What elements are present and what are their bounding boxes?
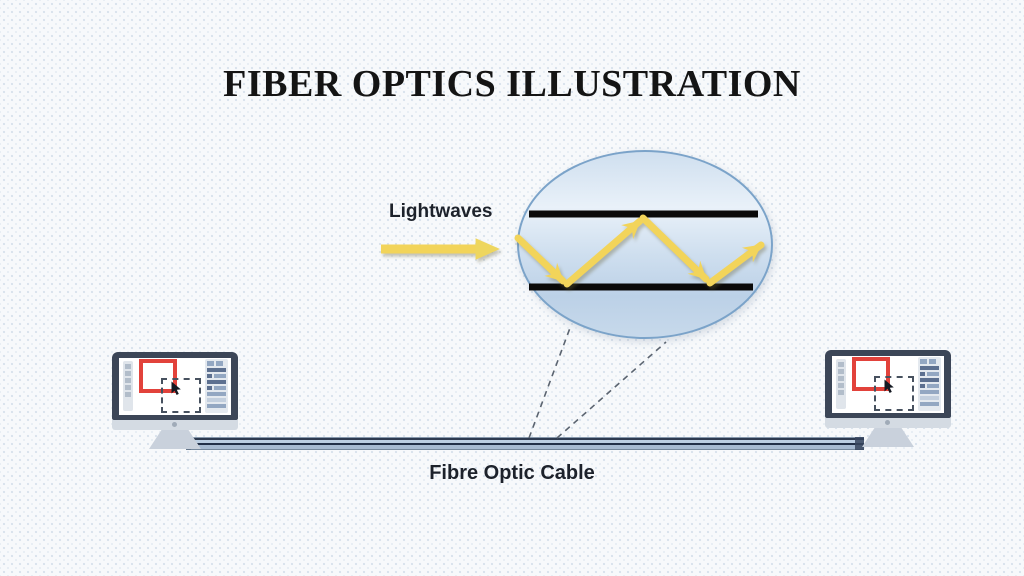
- computer-monitor-right-icon: [825, 350, 951, 448]
- callout-dashed-line-right: [556, 341, 667, 439]
- camera-dot-icon: [885, 420, 890, 425]
- monitor-stand: [862, 428, 914, 447]
- cable-label: Fibre Optic Cable: [429, 462, 595, 484]
- page-title: FIBER OPTICS ILLUSTRATION: [223, 63, 801, 105]
- red-selection-rectangle-icon: [139, 359, 177, 393]
- cable-connector-right: [855, 437, 864, 450]
- red-selection-rectangle-icon: [852, 357, 890, 391]
- dashed-selection-box-icon: [161, 378, 201, 413]
- dashed-selection-box-icon: [874, 376, 914, 411]
- fiber-optic-cable-icon: [186, 437, 864, 450]
- callout-dashed-line-left: [528, 327, 571, 439]
- monitor-stand: [149, 430, 201, 449]
- callout-dashed-lines: [528, 327, 667, 439]
- cursor-icon: [884, 379, 894, 393]
- computer-monitor-left-icon: [112, 352, 238, 450]
- toolbar-strip-icon: [123, 361, 133, 411]
- properties-panel-icon: [918, 357, 941, 411]
- lightwaves-label: Lightwaves: [389, 201, 493, 222]
- camera-dot-icon: [172, 422, 177, 427]
- monitor-screen: [832, 356, 944, 413]
- cursor-icon: [171, 381, 181, 395]
- properties-panel-icon: [205, 359, 228, 413]
- toolbar-strip-icon: [836, 359, 846, 409]
- fiber-cross-section-ellipse: [517, 150, 773, 339]
- monitor-screen: [119, 358, 231, 415]
